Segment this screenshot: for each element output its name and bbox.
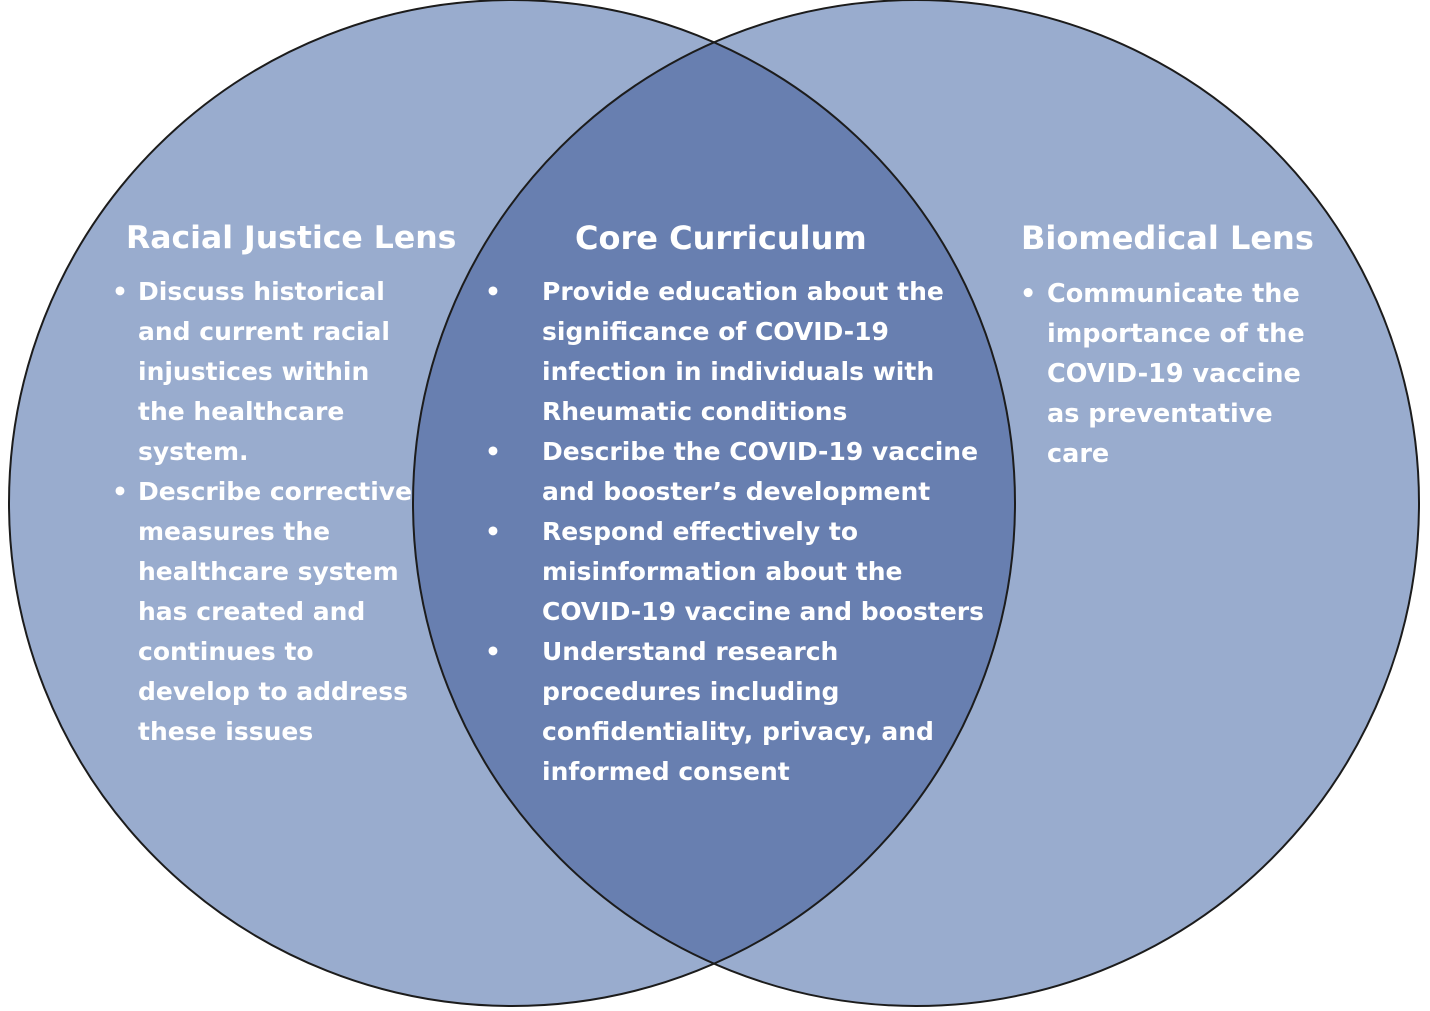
racial-justice-lens-title: Racial Justice Lens	[126, 220, 457, 256]
list-item: Respond effectively to misinformation ab…	[485, 512, 984, 632]
core-curriculum-list: Provide education about the significance…	[485, 272, 984, 792]
list-item: Provide education about the significance…	[485, 272, 984, 432]
right-circle-outline	[412, 0, 1420, 1007]
biomedical-lens-title: Biomedical Lens	[1021, 219, 1314, 257]
core-curriculum-title: Core Curriculum	[575, 219, 867, 257]
left-circle-outline	[8, 0, 1016, 1007]
list-item: Discuss historical and current racial in…	[108, 272, 412, 472]
list-item: Communicate the importance of the COVID-…	[1020, 274, 1305, 474]
list-item: Understand research procedures including…	[485, 632, 984, 792]
biomedical-lens-list: Communicate the importance of the COVID-…	[1020, 274, 1305, 474]
list-item: Describe corrective measures the healthc…	[108, 472, 412, 752]
list-item: Describe the COVID-19 vaccine and booste…	[485, 432, 984, 512]
racial-justice-lens-list: Discuss historical and current racial in…	[108, 272, 412, 752]
